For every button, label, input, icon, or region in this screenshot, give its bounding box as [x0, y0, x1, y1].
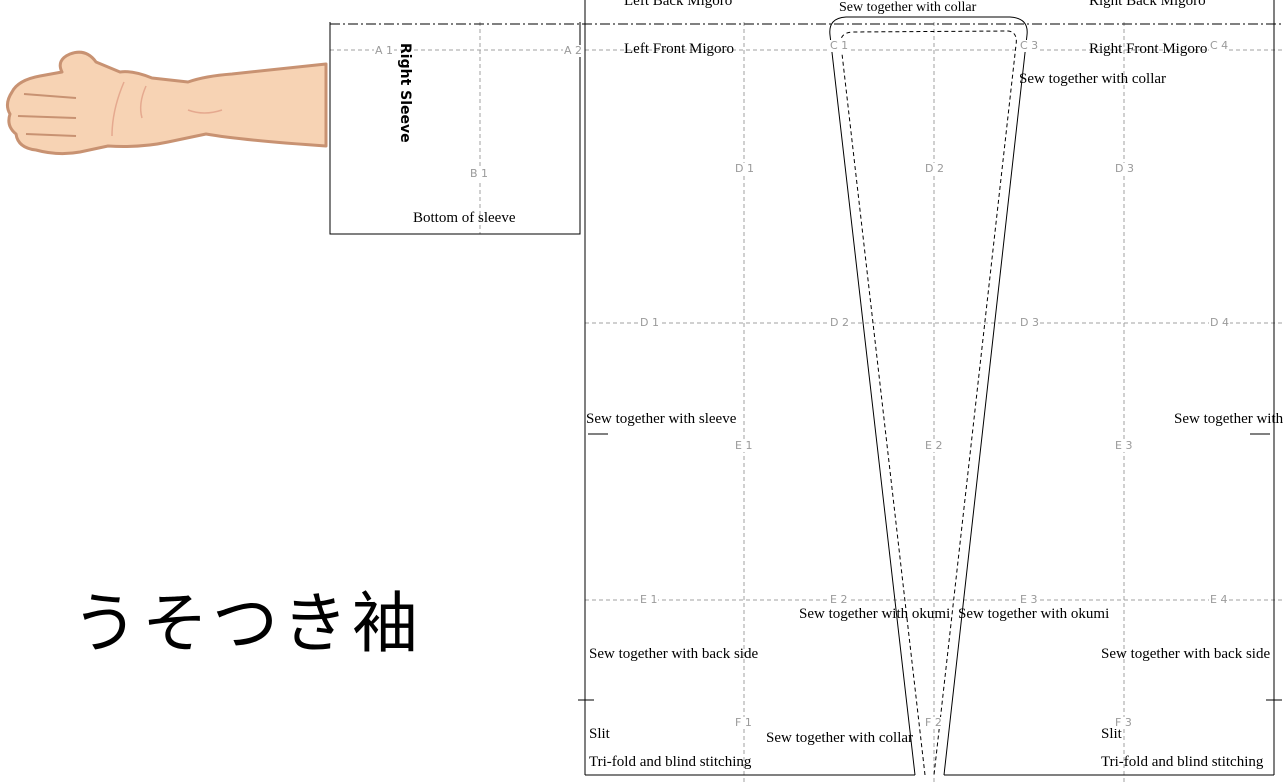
wrist-crease [187, 109, 223, 114]
palm-crease-2 [139, 85, 147, 119]
grid-label-e4-lower: E 4 [1209, 593, 1229, 606]
right-front-migoro-label: Right Front Migoro [1089, 41, 1208, 57]
grid-label-e1-lower: E 1 [639, 593, 659, 606]
trifold-left-instruction: Tri-fold and blind stitching [589, 754, 752, 770]
back-side-left-instruction: Sew together with back side [589, 646, 759, 662]
grid-label-e2-upper: E 2 [924, 439, 944, 452]
grid-label-b1: B 1 [469, 167, 490, 180]
hand-shape [5, 50, 328, 156]
collar-bottom-instruction: Sew together with collar [766, 730, 914, 746]
grid-lines [330, 22, 1284, 783]
grid-label-d3-lower: D 3 [1019, 316, 1040, 329]
grid-label-c3: C 3 [1019, 39, 1040, 52]
left-front-migoro-label: Left Front Migoro [624, 41, 734, 57]
grid-label-c1: C 1 [829, 39, 850, 52]
sleeve-piece-outline [329, 22, 581, 235]
sleeve-bottom-label: Bottom of sleeve [413, 210, 516, 226]
grid-label-a2: A 2 [563, 44, 584, 57]
grid-label-c4: C 4 [1209, 39, 1230, 52]
trifold-right-instruction: Tri-fold and blind stitching [1101, 754, 1264, 770]
grid-label-f1: F 1 [734, 716, 753, 729]
finger-line-3 [25, 133, 77, 137]
sleeve-piece-label: Right Sleeve [397, 43, 413, 143]
grid-label-e1-upper: E 1 [734, 439, 754, 452]
finger-line-1 [23, 93, 77, 99]
grid-label-d1-upper: D 1 [734, 162, 755, 175]
grid-label-e3-upper: E 3 [1114, 439, 1134, 452]
right-back-migoro-label: Right Back Migoro [1089, 0, 1206, 9]
left-back-migoro-label: Left Back Migoro [624, 0, 733, 9]
grid-label-e3-lower: E 3 [1019, 593, 1039, 606]
sleeve-left-instruction: Sew together with sleeve [586, 411, 737, 427]
hand-illustration [5, 50, 328, 156]
grid-label-d4-lower: D 4 [1209, 316, 1230, 329]
grid-label-d1-lower: D 1 [639, 316, 660, 329]
grid-label-f2: F 2 [924, 716, 943, 729]
grid-label-d2-lower: D 2 [829, 316, 850, 329]
back-side-right-instruction: Sew together with back side [1101, 646, 1271, 662]
grid-label-e2-lower: E 2 [829, 593, 849, 606]
collar-right-instruction: Sew together with collar [1019, 71, 1167, 87]
grid-label-d2-upper: D 2 [924, 162, 945, 175]
slit-right-label: Slit [1101, 726, 1122, 742]
slit-left-label: Slit [589, 726, 610, 742]
sleeve-right-instruction: Sew together with sleeve [1174, 411, 1284, 427]
grid-label-a1: A 1 [374, 44, 395, 57]
okumi-left-instruction: Sew together with okumi [799, 606, 951, 622]
page-title: うそつき袖 [72, 585, 422, 662]
okumi-right-instruction: Sew together with okumi [958, 606, 1110, 622]
collar-wedge-seam [840, 30, 1017, 776]
palm-crease-1 [111, 81, 125, 137]
collar-top-instruction: Sew together with collar [839, 0, 977, 15]
grid-label-f3: F 3 [1114, 716, 1133, 729]
finger-line-2 [17, 115, 77, 119]
collar-wedge-cut [829, 16, 1028, 776]
notch-marks [578, 433, 1282, 701]
grid-label-d3-upper: D 3 [1114, 162, 1135, 175]
